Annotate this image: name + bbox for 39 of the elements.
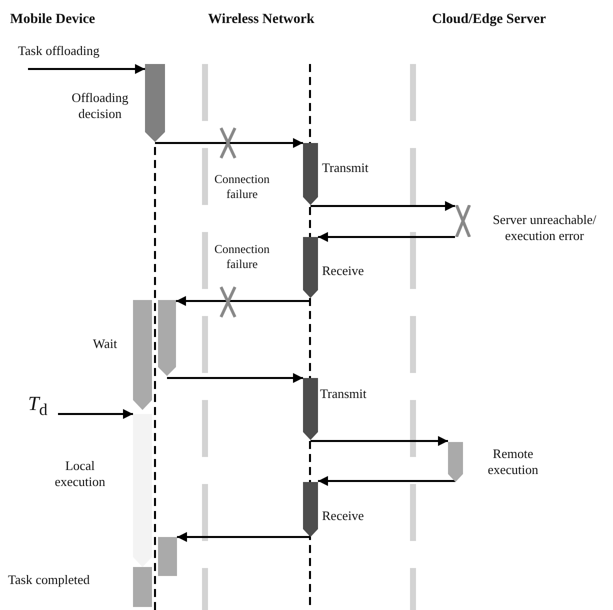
- edge-label: Task offloading: [18, 43, 100, 59]
- step-label: Receive: [322, 508, 365, 524]
- failure-cross-icon: [455, 205, 471, 237]
- activation-bar: [133, 567, 152, 607]
- arrow: [155, 138, 303, 148]
- arrow: [177, 532, 310, 542]
- step-label: Transmit: [322, 160, 370, 176]
- activation-bar: [303, 143, 318, 205]
- arrow: [318, 232, 455, 242]
- arrow: [310, 201, 455, 211]
- step-label: Local execution: [54, 458, 106, 490]
- activation-bar: [133, 414, 152, 567]
- activation-bar: [448, 442, 463, 482]
- step-label: Offloading decision: [70, 90, 130, 122]
- arrow: [318, 476, 456, 486]
- step-label: Remote execution: [486, 446, 540, 478]
- step-label: Transmit: [320, 386, 368, 402]
- time-label: T$_{d}$: [28, 392, 48, 422]
- activation-bar: [158, 537, 177, 576]
- activation-bar: [303, 237, 318, 298]
- arrow: [167, 373, 303, 383]
- step-label: Receive: [322, 263, 365, 279]
- activation-bar: [133, 300, 152, 410]
- activation-bar: [158, 300, 176, 376]
- activation-bar: [303, 378, 318, 440]
- arrow: [176, 296, 310, 306]
- step-label: Server unreachable/ execution error: [492, 212, 598, 244]
- step-label: Task completed: [8, 572, 91, 588]
- arrow: [310, 436, 448, 446]
- arrow: [58, 409, 133, 419]
- column-header: Wireless Network: [208, 12, 314, 28]
- activation-bar: [303, 482, 318, 537]
- column-header: Cloud/Edge Server: [432, 12, 546, 28]
- step-label: Wait: [92, 336, 118, 352]
- failure-note: Connection failure: [213, 242, 271, 272]
- column-header: Mobile Device: [10, 12, 96, 28]
- arrow: [28, 64, 145, 74]
- failure-note: Connection failure: [213, 172, 271, 202]
- activation-bar: [145, 64, 165, 142]
